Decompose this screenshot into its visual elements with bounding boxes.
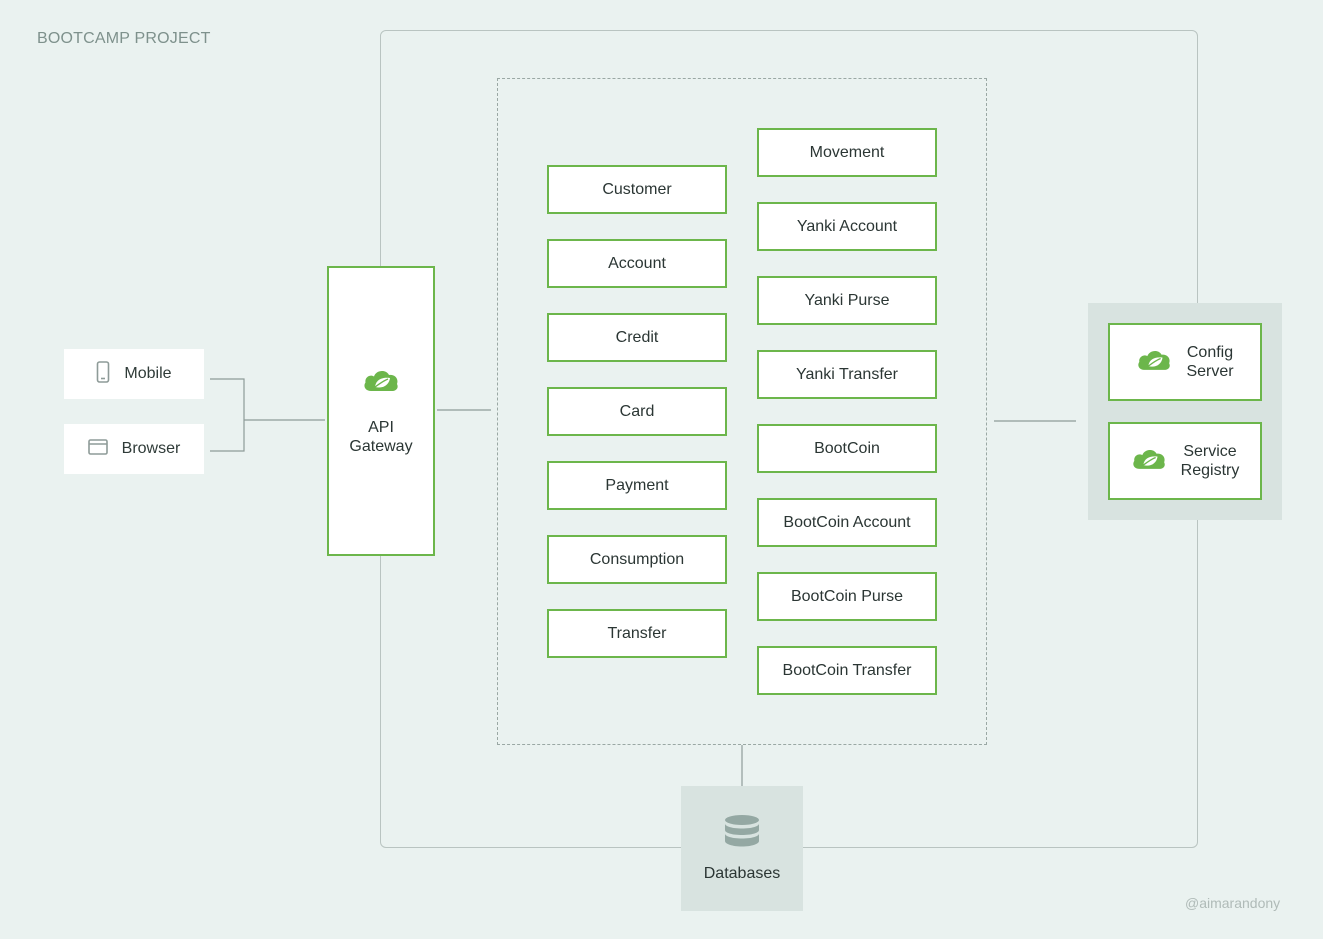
client-mobile[interactable]: Mobile [64,349,204,399]
project-title: BOOTCAMP PROJECT [37,30,211,47]
service-yanki-transfer[interactable]: Yanki Transfer [757,350,937,399]
service-payment[interactable]: Payment [547,461,727,510]
mobile-phone-icon [96,360,110,388]
service-registry-label-line1: Service [1183,443,1237,460]
config-server-label-line1: Config [1186,344,1234,361]
service-registry-label-line2: Registry [1180,462,1240,479]
service-credit[interactable]: Credit [547,313,727,362]
client-mobile-label: Mobile [124,365,172,382]
service-bootcoin[interactable]: BootCoin [757,424,937,473]
databases-label: Databases [703,865,781,882]
author-watermark: @aimarandony [1185,895,1281,911]
service-bootcoin-purse[interactable]: BootCoin Purse [757,572,937,621]
spring-leaf-cloud-icon [362,367,400,398]
service-yanki-purse[interactable]: Yanki Purse [757,276,937,325]
api-gateway-label-line2: Gateway [349,437,413,455]
service-movement[interactable]: Movement [757,128,937,177]
microservices-boundary [497,78,987,745]
service-registry[interactable]: Service Registry [1108,422,1262,500]
spring-leaf-cloud-icon [1136,347,1172,377]
service-account[interactable]: Account [547,239,727,288]
config-server[interactable]: Config Server [1108,323,1262,401]
service-transfer[interactable]: Transfer [547,609,727,658]
api-gateway-label-line1: API [368,418,394,436]
config-server-label-line2: Server [1186,363,1234,380]
api-gateway[interactable]: API Gateway [327,266,435,556]
config-server-label: Config Server [1186,343,1233,381]
service-bootcoin-transfer[interactable]: BootCoin Transfer [757,646,937,695]
service-customer[interactable]: Customer [547,165,727,214]
mobile-connector [210,378,245,452]
client-browser[interactable]: Browser [64,424,204,474]
service-consumption[interactable]: Consumption [547,535,727,584]
database-icon [724,814,760,855]
service-yanki-account[interactable]: Yanki Account [757,202,937,251]
client-browser-label: Browser [121,440,181,457]
service-card[interactable]: Card [547,387,727,436]
databases-panel[interactable]: Databases [681,786,803,911]
service-bootcoin-account[interactable]: BootCoin Account [757,498,937,547]
service-registry-label: Service Registry [1181,442,1240,480]
spring-leaf-cloud-icon [1131,446,1167,476]
browser-window-icon [87,438,108,460]
